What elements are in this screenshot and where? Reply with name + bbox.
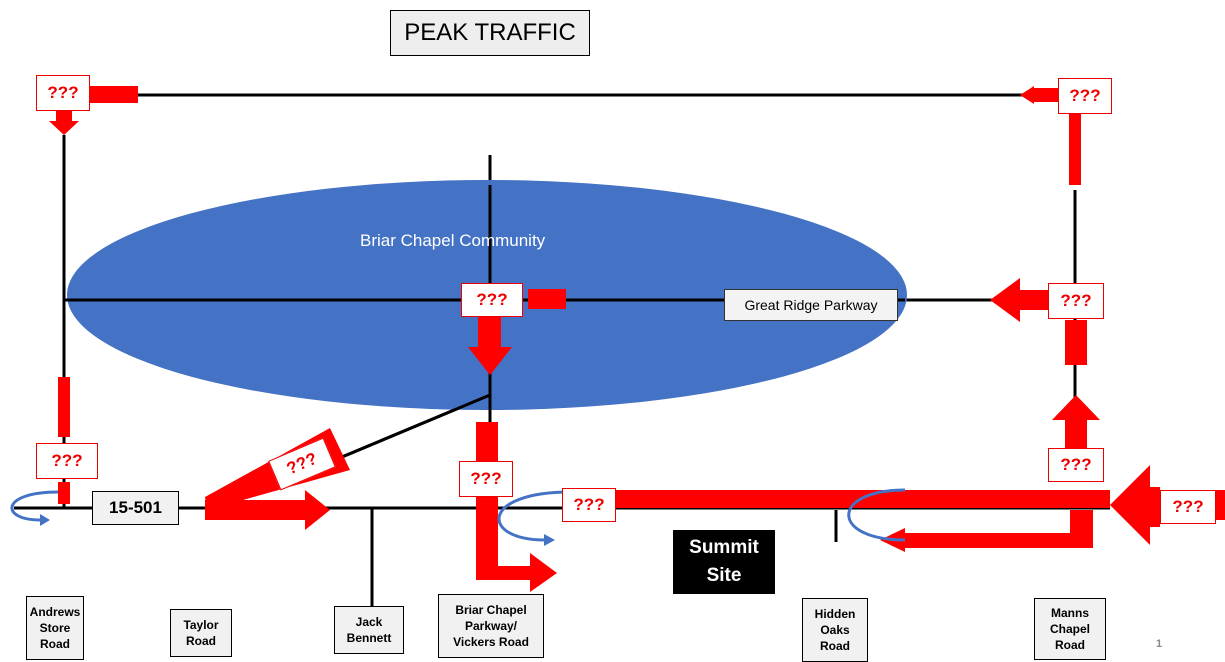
road-label-taylor: Taylor Road — [170, 609, 232, 657]
unknown-marker-top-left: ??? — [36, 75, 90, 111]
bar-far-right — [1216, 490, 1225, 520]
arrow-eastbound-return — [905, 510, 1093, 548]
bar-right-vertical — [1069, 113, 1081, 185]
arrow-top-right-left — [1020, 86, 1058, 104]
unknown-marker-top-right: ??? — [1058, 78, 1112, 114]
arrow-center-down — [468, 317, 512, 375]
bar-top-left — [88, 86, 138, 103]
uturn-heads — [40, 514, 555, 546]
road-label-hidden-oaks: Hidden Oaks Road — [802, 598, 868, 662]
unknown-marker-eastbound: ??? — [562, 488, 616, 522]
unknown-marker-far-right: ??? — [1160, 490, 1216, 524]
unknown-marker-center: ??? — [461, 283, 523, 317]
uturn-left — [10, 490, 59, 522]
road-label-andrews-store: Andrews Store Road — [26, 596, 84, 660]
page-number: 1 — [1156, 638, 1163, 650]
traffic-arrows — [49, 86, 1225, 592]
bar-left-lower — [58, 482, 70, 504]
highway-label: 15-501 — [92, 491, 179, 525]
bar-eastbound-long — [600, 490, 1110, 508]
unknown-marker-briar: ??? — [459, 461, 513, 497]
page-title: PEAK TRAFFIC — [390, 10, 590, 56]
arrow-right-east — [205, 490, 330, 530]
arrow-top-left-down — [49, 107, 79, 135]
bar-left-vertical — [58, 377, 70, 437]
uturn-briar — [497, 490, 571, 542]
uturn-hidden-oaks — [847, 488, 906, 542]
road-label-manns-chapel: Manns Chapel Road — [1034, 598, 1106, 660]
great-ridge-parkway-label: Great Ridge Parkway — [724, 289, 898, 321]
arrow-right-up — [1052, 395, 1100, 450]
community-label: Briar Chapel Community — [360, 231, 546, 250]
bar-right-middle — [1065, 320, 1087, 365]
bar-center-stub — [528, 289, 566, 309]
unknown-marker-right-middle: ??? — [1048, 283, 1104, 319]
summit-site-label: Summit Site — [673, 530, 775, 594]
unknown-marker-right-lower: ??? — [1048, 448, 1104, 482]
unknown-marker-left-lower: ??? — [36, 443, 98, 479]
arrow-right-middle-left — [990, 278, 1048, 322]
arrow-manns-westbound — [1110, 465, 1160, 545]
road-label-briar-chapel: Briar Chapel Parkway/ Vickers Road — [438, 594, 544, 658]
road-label-jack-bennett: Jack Bennett — [334, 606, 404, 654]
uturn-loops — [10, 488, 906, 542]
